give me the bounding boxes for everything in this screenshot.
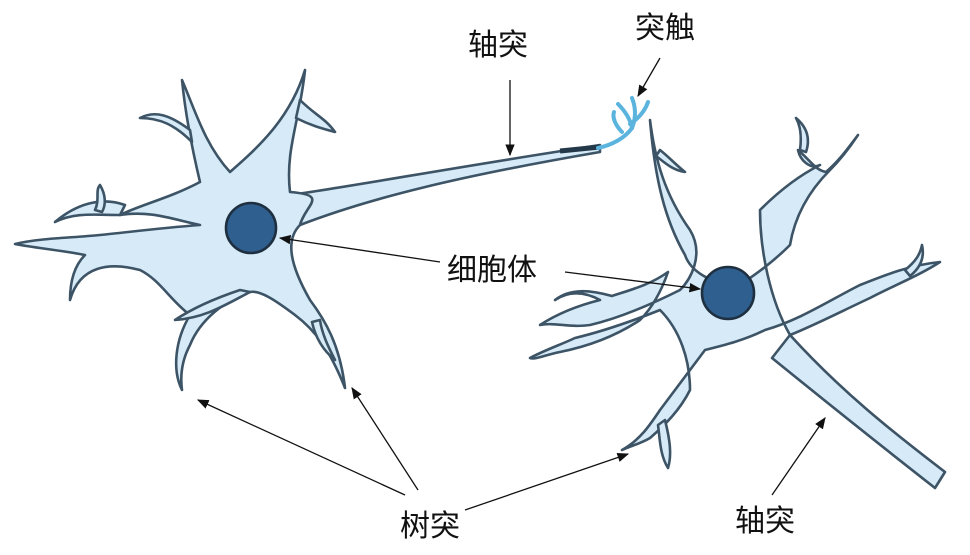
arrow-axon-bottom	[771, 417, 826, 496]
left-dendrite-upper-right-branch	[294, 98, 337, 134]
arrow-dendrite-left	[196, 399, 406, 496]
annotation-arrows	[196, 57, 826, 511]
left-dendrite-left-twig	[93, 183, 107, 214]
synapse-terminal	[596, 96, 650, 150]
right-dendrite-upper-branch	[794, 116, 810, 154]
label-cell-body: 细胞体	[447, 253, 537, 288]
left-neuron-nucleus	[224, 201, 278, 255]
right-neuron	[528, 116, 947, 490]
right-dendrite-right-branch	[903, 243, 925, 278]
right-dendrite-top-branch	[654, 148, 687, 174]
left-dendrite-lower-branch	[173, 288, 252, 322]
label-synapse: 突触	[635, 11, 695, 46]
label-axon-top: 轴突	[468, 28, 528, 63]
label-dendrite: 树突	[400, 509, 460, 544]
right-neuron-axon	[770, 333, 947, 490]
arrow-synapse	[637, 57, 661, 98]
right-dendrite-lower-branch	[656, 418, 672, 470]
arrow-dendrite-middle	[351, 387, 419, 491]
left-dendrite-left-branch	[53, 200, 127, 224]
arrow-cell-body-left	[278, 234, 441, 263]
left-dendrite-lower-right-branch	[310, 318, 337, 362]
left-neuron	[13, 68, 602, 392]
right-neuron-nucleus	[700, 265, 756, 321]
label-axon-bottom: 轴突	[735, 504, 795, 539]
left-neuron-axon-banding	[559, 144, 601, 154]
arrow-cell-body-right	[564, 271, 702, 293]
left-dendrite-top-branch	[138, 113, 194, 144]
left-neuron-body	[13, 68, 347, 392]
arrow-dendrite-right	[464, 452, 630, 511]
left-neuron-axon	[288, 143, 602, 227]
